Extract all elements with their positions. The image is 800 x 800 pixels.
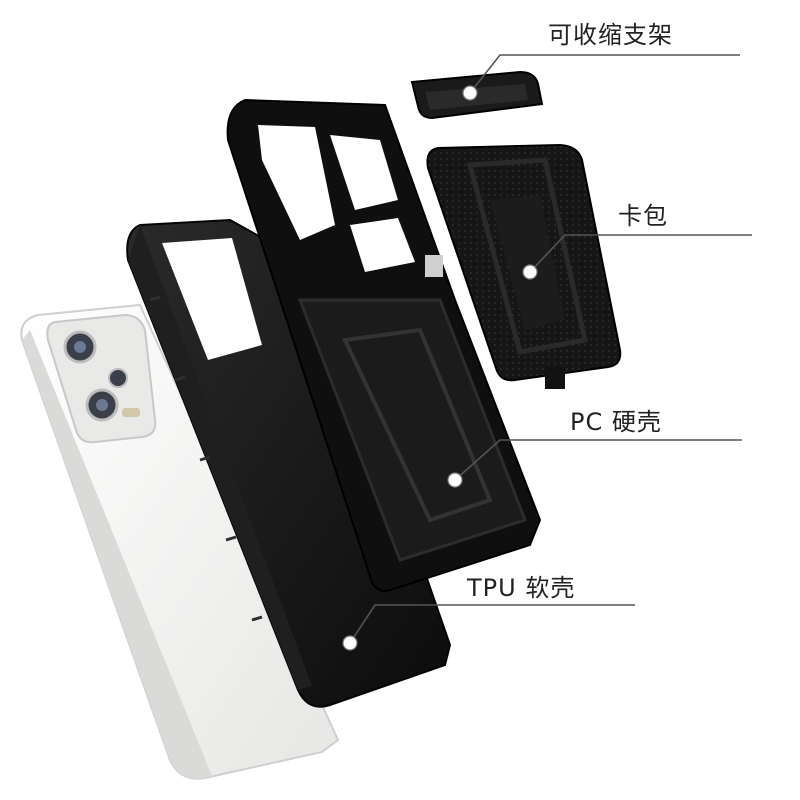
callout-pc-shell [447,439,742,488]
card-wallet [426,143,622,389]
label-tpu-shell: TPU 软壳 [467,574,576,602]
camera-module [46,313,157,444]
camera-lens-icon [108,368,128,388]
label-stand: 可收缩支架 [548,21,673,49]
callout-tpu-shell [342,604,635,651]
label-card-wallet: 卡包 [618,202,668,230]
callout-card-wallet [522,234,752,280]
callout-stand [462,54,740,101]
tpu-soft-case [126,218,452,708]
phone [20,303,340,780]
pc-hard-case [226,98,542,592]
label-pc-shell: PC 硬壳 [570,408,662,436]
